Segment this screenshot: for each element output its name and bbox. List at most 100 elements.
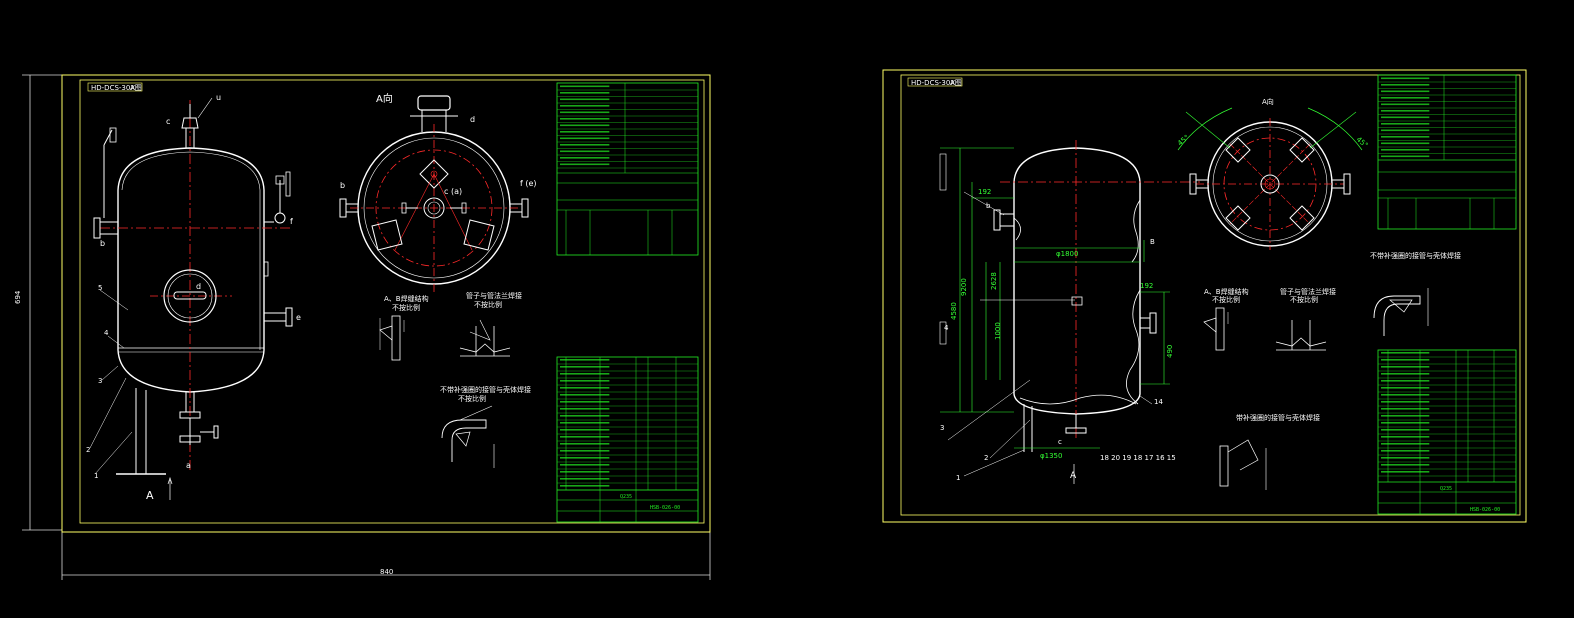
sheet2-detail1-title: A、B焊缝结构 bbox=[1204, 287, 1249, 296]
sheet1-detail1-title: A、B焊缝结构 bbox=[384, 294, 429, 303]
table-cell-glyphs bbox=[560, 436, 610, 438]
table-cell-glyphs bbox=[1381, 103, 1430, 106]
table-cell-glyphs bbox=[1381, 387, 1430, 389]
sheet1-detail2-sub: 不按比例 bbox=[474, 300, 502, 309]
table-cell-glyphs bbox=[560, 98, 610, 101]
table-cell-glyphs bbox=[1381, 401, 1430, 403]
table-cell-glyphs bbox=[1381, 155, 1430, 158]
sheet2-vessel-front-view bbox=[939, 140, 1200, 477]
table-cell-glyphs bbox=[1381, 352, 1430, 354]
sheet-2: HD-DCS-30X A图 bbox=[882, 69, 1527, 523]
table-cell-glyphs bbox=[1381, 366, 1430, 368]
sheet1-detail3-sub: 不按比例 bbox=[458, 394, 486, 403]
table-cell-glyphs bbox=[560, 359, 610, 361]
table-cell-glyphs bbox=[1381, 149, 1430, 151]
sheet2-label-B: B bbox=[1150, 238, 1155, 246]
sheet2-detail3-title: 不带补强圈的接管与壳体焊接 bbox=[1370, 251, 1461, 260]
sheet1-topview-ca: c (a) bbox=[444, 187, 462, 196]
table-cell-glyphs bbox=[560, 366, 610, 368]
sheet2-angle-2: 45° bbox=[1355, 135, 1370, 149]
sheet1-detail-2: 管子与管法兰焊接 不按比例 bbox=[459, 291, 522, 357]
table-cell-glyphs bbox=[560, 387, 610, 389]
sheet2-top-view bbox=[1177, 107, 1363, 250]
sheet2-detail2-title: 管子与管法兰焊接 bbox=[1280, 287, 1336, 296]
sheet2-dim-1350: φ1350 bbox=[1040, 452, 1062, 460]
sheet1-detail3-title: 不带补强圈的接管与壳体焊接 bbox=[440, 385, 531, 394]
sheet1-label-3: 3 bbox=[98, 377, 102, 385]
sheet2-dim-490: 490 bbox=[1166, 345, 1174, 358]
table-cell-glyphs bbox=[560, 137, 610, 140]
sheet1-view-arrow-A: A bbox=[146, 489, 154, 502]
table-cell-glyphs bbox=[560, 111, 610, 114]
table-cell-glyphs bbox=[1381, 129, 1430, 132]
table-cell-glyphs bbox=[560, 92, 610, 94]
sheet1-vessel-front-view bbox=[89, 97, 293, 475]
sheet2-bottom-nums: 18 20 19 18 17 16 15 bbox=[1100, 454, 1176, 462]
sheet1-detail1-sub: 不按比例 bbox=[392, 303, 420, 312]
sheet1-title-tag2: A图 bbox=[130, 84, 142, 92]
sheet2-parts-table-rows bbox=[1378, 352, 1516, 477]
table-cell-glyphs bbox=[560, 157, 610, 159]
sheet1-label-5: 5 bbox=[98, 284, 102, 292]
sheet2-label-c: c bbox=[1058, 438, 1062, 446]
table-cell-glyphs bbox=[560, 422, 610, 424]
table-cell-glyphs bbox=[560, 105, 610, 107]
sheet1-topview-fe: f (e) bbox=[520, 179, 537, 188]
table-cell-glyphs bbox=[1381, 110, 1430, 112]
sheet1-label-4: 4 bbox=[104, 329, 109, 337]
table-cell-glyphs bbox=[560, 163, 610, 166]
table-cell-glyphs bbox=[560, 373, 610, 375]
table-cell-glyphs bbox=[560, 478, 610, 480]
table-cell-glyphs bbox=[560, 131, 610, 133]
sheet2-outer-frame bbox=[882, 69, 1527, 523]
sheet1-height-dim: 694 bbox=[14, 290, 22, 304]
sheet2-view-label: A向 bbox=[1262, 97, 1274, 106]
table-cell-glyphs bbox=[1381, 84, 1430, 86]
table-cell-glyphs bbox=[560, 471, 610, 473]
sheet1-label-d: d bbox=[196, 282, 201, 291]
table-cell-glyphs bbox=[1381, 142, 1430, 145]
sheet2-detail-3: 不带补强圈的接管与壳体焊接 bbox=[1370, 251, 1461, 336]
sheet1-label-u: u bbox=[216, 93, 221, 102]
sheet2-title-tag2: A图 bbox=[950, 79, 962, 87]
sheet1-detail2-title: 管子与管法兰焊接 bbox=[466, 291, 522, 300]
sheet2-dim-1800: φ1800 bbox=[1056, 250, 1078, 258]
table-cell-glyphs bbox=[560, 429, 610, 431]
table-cell-glyphs bbox=[560, 150, 610, 153]
sheet1-detail-3: 不带补强圈的接管与壳体焊接 不按比例 bbox=[440, 385, 531, 468]
sheet2-label-14: 14 bbox=[1154, 398, 1163, 406]
sheet2-dim-4580: 4580 bbox=[950, 302, 958, 320]
sheet1-label-f: f bbox=[290, 217, 293, 226]
table-cell-glyphs bbox=[560, 443, 610, 445]
table-cell-glyphs bbox=[560, 408, 610, 410]
table-cell-glyphs bbox=[1381, 90, 1430, 93]
table-cell-glyphs bbox=[1381, 77, 1430, 80]
table-cell-glyphs bbox=[1381, 457, 1430, 459]
sheet1-title-tag: HD-DCS-30X bbox=[91, 84, 135, 92]
sheet2-detail2-sub: 不按比例 bbox=[1290, 295, 1318, 304]
sheet1-topview-b: b bbox=[340, 181, 345, 190]
table-cell-glyphs bbox=[1381, 380, 1430, 382]
table-cell-glyphs bbox=[560, 380, 610, 382]
sheet2-detail4-title: 带补强圈的接管与壳体焊接 bbox=[1236, 413, 1320, 422]
sheet2-dim-2628: 2628 bbox=[990, 272, 998, 290]
table-cell-glyphs bbox=[560, 118, 610, 120]
table-cell-glyphs bbox=[560, 415, 610, 417]
sheet2-dim-1000: 1000 bbox=[994, 322, 1002, 340]
sheet2-label-4: 4 bbox=[944, 324, 949, 332]
table-cell-glyphs bbox=[1381, 471, 1430, 473]
table-cell-glyphs bbox=[1381, 443, 1430, 445]
table-cell-glyphs bbox=[560, 450, 610, 452]
sheet1-label-e: e bbox=[296, 313, 301, 322]
sheet2-dim-9200: 9200 bbox=[960, 278, 968, 296]
sheet2-parts-table bbox=[1377, 349, 1517, 515]
table-cell-glyphs bbox=[560, 124, 610, 127]
table-cell-glyphs bbox=[1381, 359, 1430, 361]
sheet1-tech-table-rows bbox=[557, 85, 698, 169]
sheet1-detail-1: A、B焊缝结构 不按比例 bbox=[379, 294, 429, 361]
table-cell-glyphs bbox=[1381, 394, 1430, 396]
table-cell-glyphs bbox=[1381, 123, 1430, 125]
table-cell-glyphs bbox=[1381, 97, 1430, 99]
sheet2-inner-frame bbox=[900, 74, 1521, 516]
sheet2-detail1-sub: 不按比例 bbox=[1212, 295, 1240, 304]
